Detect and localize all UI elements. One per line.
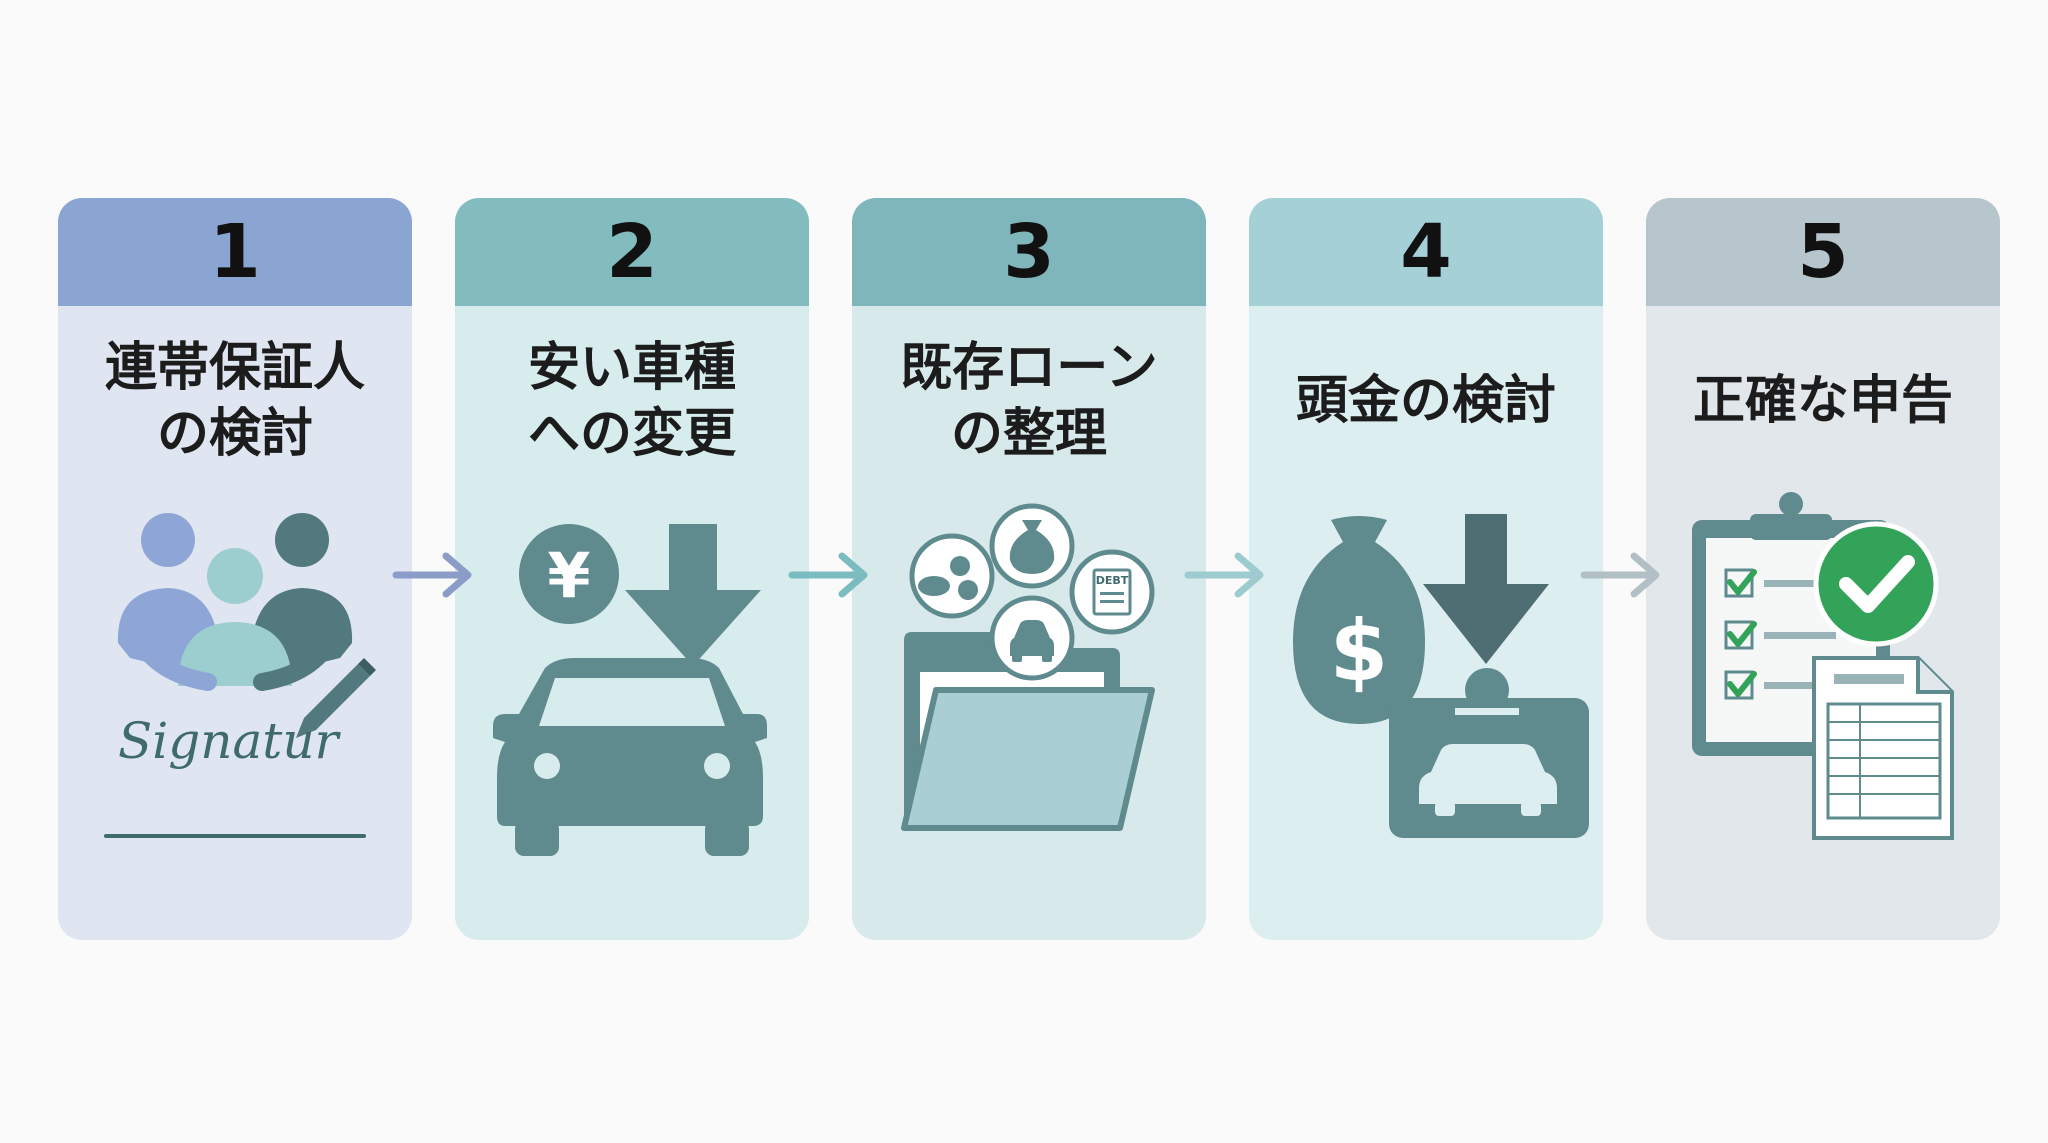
step-number: 2 bbox=[455, 198, 809, 306]
step-title: 頭金の検討 bbox=[1249, 306, 1603, 496]
accurate-declaration-illustration bbox=[1692, 492, 1954, 840]
down-payment-illustration: $ bbox=[1293, 514, 1589, 838]
debt-label: DEBT bbox=[1096, 574, 1129, 587]
step-title-line: の検討 bbox=[156, 404, 313, 464]
step-title-line: 連帯保証人 bbox=[104, 338, 365, 398]
coins-icon bbox=[909, 533, 995, 619]
next-step-arrow-icon bbox=[1184, 552, 1264, 598]
down-arrow-icon bbox=[1423, 514, 1549, 664]
debt-document-icon: DEBT bbox=[1069, 549, 1155, 635]
money-bag-icon bbox=[989, 503, 1075, 589]
down-arrow-icon bbox=[625, 524, 761, 666]
step-number: 5 bbox=[1646, 198, 2000, 306]
car-loan-icon bbox=[989, 595, 1075, 681]
yen-symbol: ¥ bbox=[547, 539, 590, 612]
signature-text: Signatur bbox=[118, 712, 342, 770]
money-bag-icon: $ bbox=[1293, 516, 1425, 724]
step-number: 4 bbox=[1249, 198, 1603, 306]
step-card-2: 2 安い車種 への変更 ¥ bbox=[455, 198, 809, 940]
step-title-line: の整理 bbox=[950, 404, 1107, 464]
step-card-5: 5 正確な申告 bbox=[1646, 198, 2000, 940]
dollar-symbol: $ bbox=[1330, 602, 1388, 700]
step-number: 1 bbox=[58, 198, 412, 306]
form-document-icon bbox=[1812, 656, 1954, 840]
step-title: 既存ローン の整理 bbox=[852, 306, 1206, 496]
consolidate-loans-illustration: DEBT bbox=[901, 503, 1155, 831]
next-step-arrow-icon bbox=[1580, 552, 1660, 598]
step-card-1: 1 連帯保証人 の検討 Signatur bbox=[58, 198, 412, 940]
step-title-line: 頭金の検討 bbox=[1295, 371, 1556, 431]
step-title: 連帯保証人 の検討 bbox=[58, 306, 412, 496]
guarantor-illustration: Signatur bbox=[104, 513, 376, 838]
next-step-arrow-icon bbox=[392, 552, 472, 598]
step-title: 正確な申告 bbox=[1646, 306, 2000, 496]
next-step-arrow-icon bbox=[788, 552, 868, 598]
step-title-line: 既存ローン bbox=[900, 338, 1158, 398]
car-icon bbox=[493, 658, 767, 856]
folder-icon bbox=[901, 632, 1155, 831]
cheaper-car-illustration: ¥ bbox=[493, 524, 767, 856]
step-card-4: 4 頭金の検討 $ bbox=[1249, 198, 1603, 940]
step-title-line: 安い車種 bbox=[527, 338, 736, 398]
pen-icon bbox=[296, 658, 376, 738]
people-group-icon bbox=[117, 513, 353, 691]
yen-coin-icon: ¥ bbox=[519, 524, 619, 624]
step-number: 3 bbox=[852, 198, 1206, 306]
step-title-line: への変更 bbox=[527, 404, 736, 464]
step-title-line: 正確な申告 bbox=[1692, 371, 1953, 431]
check-circle-icon bbox=[1813, 521, 1939, 647]
step-title: 安い車種 への変更 bbox=[455, 306, 809, 496]
step-card-3: 3 既存ローン の整理 DEBT bbox=[852, 198, 1206, 940]
car-savings-box-icon bbox=[1389, 668, 1589, 838]
